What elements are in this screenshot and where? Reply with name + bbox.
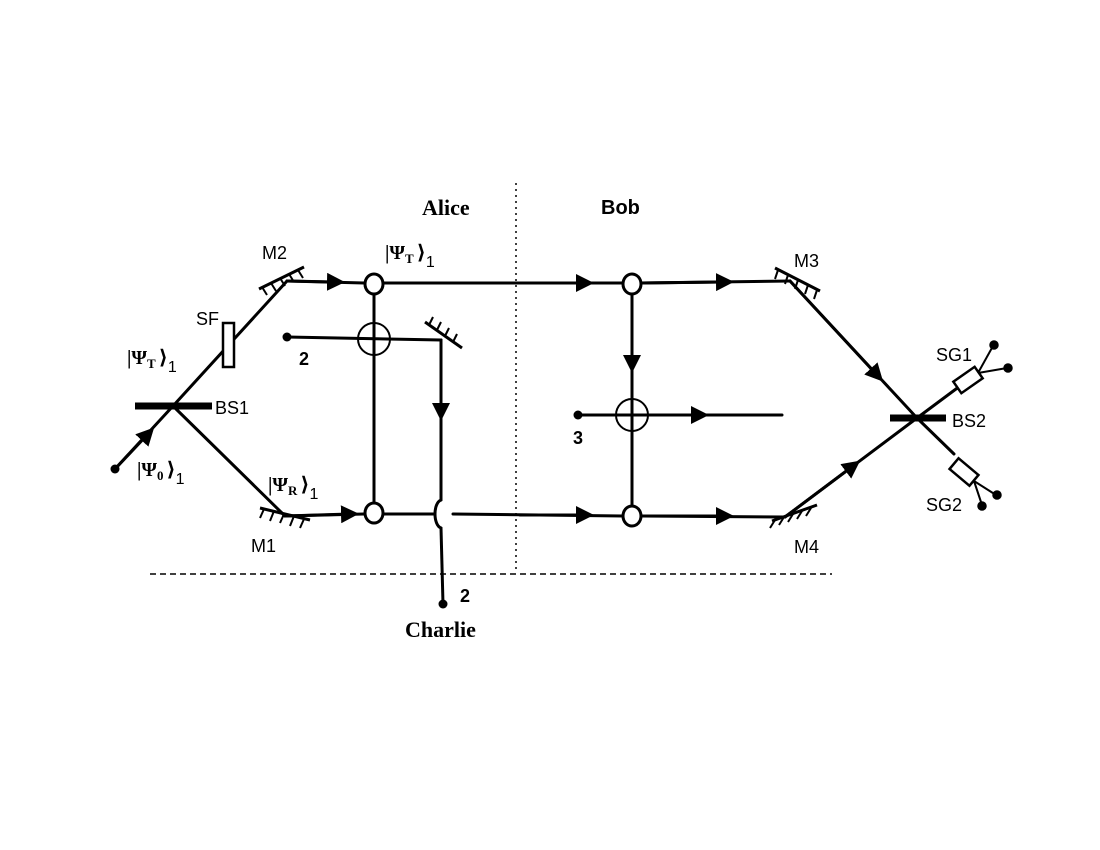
bs2-output-sg1: [915, 384, 962, 420]
m3-label: M3: [794, 251, 819, 271]
charlie-dot: [438, 599, 448, 609]
charlie-label: Charlie: [405, 617, 476, 642]
upper-arm-arrow-3: [639, 273, 734, 292]
bob-control-lower: [621, 504, 643, 528]
alice-control-upper: [363, 272, 385, 296]
sg1-label: SG1: [936, 345, 972, 365]
bs1-label: BS1: [215, 398, 249, 418]
sf-element: [221, 321, 236, 369]
m4-label: M4: [794, 537, 819, 557]
upper-arm-arrow-1: [285, 272, 345, 291]
qubit2-source-dot: [282, 332, 292, 342]
mirror-m4: [769, 503, 818, 529]
qubit2-bottom-label: 2: [460, 586, 470, 606]
sg1-detector: [951, 340, 1013, 395]
mirror-m2: [258, 265, 305, 296]
qubit2-left-label: 2: [299, 349, 309, 369]
ket-psiR: |ΨR⟩1: [268, 474, 319, 503]
bs2-label: BS2: [952, 411, 986, 431]
bob-label: Bob: [601, 197, 640, 219]
ket-psiT-left: |ΨT⟩1: [127, 347, 177, 376]
bob-xor-target: [615, 398, 649, 432]
beam-m4-bs2-arrow: [783, 460, 861, 519]
input-source-dot: [110, 464, 120, 474]
alice-xor-target: [357, 322, 391, 356]
mirror-m3: [774, 266, 821, 300]
sg2-label: SG2: [926, 495, 962, 515]
bs2-output-sg2: [915, 416, 956, 456]
sg2-detector: [947, 456, 1002, 511]
ket-psiT-top: |ΨT⟩1: [385, 242, 435, 271]
ket-psi0: |Ψ0⟩1: [137, 459, 185, 488]
qubit3-label: 3: [573, 428, 583, 448]
beam-m3-bs2-arrow: [788, 279, 884, 382]
mirror-qubit2: [424, 316, 463, 350]
alice-control-lower: [363, 501, 385, 525]
sf-label: SF: [196, 309, 219, 329]
bob-control-upper: [621, 272, 643, 296]
mirror-m1: [259, 506, 311, 529]
beam-bs1-m1: [171, 404, 287, 518]
m2-label: M2: [262, 243, 287, 263]
alice-label: Alice: [422, 195, 470, 220]
qubit3-source-dot: [573, 410, 583, 420]
qubit2-to-charlie: [439, 526, 445, 606]
qubit2-crossover: [433, 498, 443, 530]
m1-label: M1: [251, 536, 276, 556]
input-beam-arrow: [113, 427, 155, 471]
